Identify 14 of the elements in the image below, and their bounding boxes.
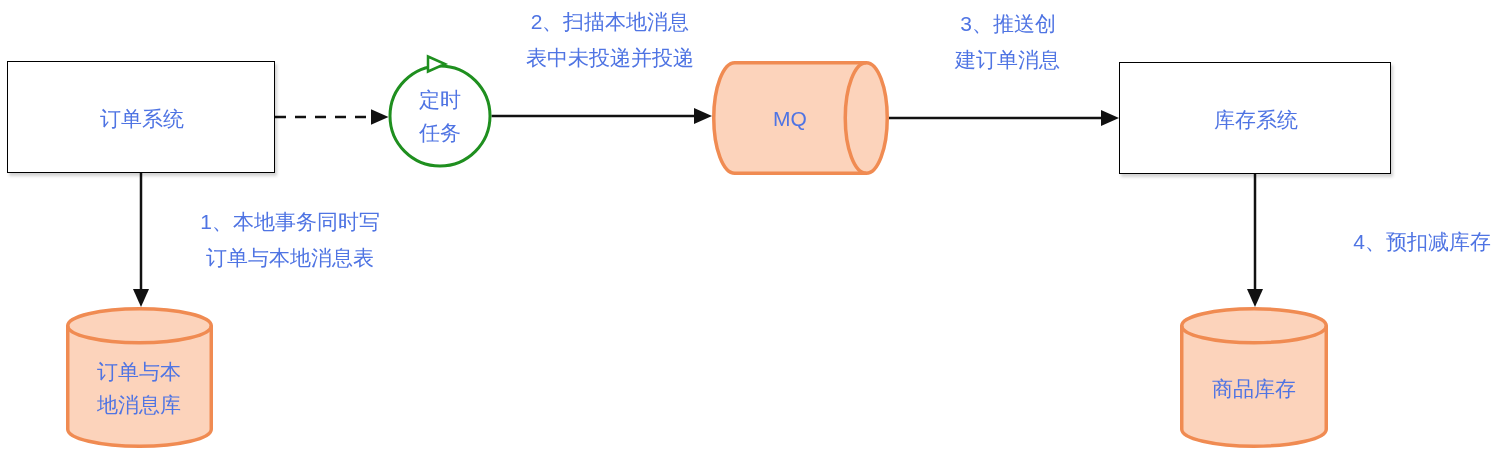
edge-label: 4、预扣减库存	[1353, 229, 1491, 255]
process-box: 库存系统	[1119, 62, 1391, 174]
dashed-arrow	[275, 109, 389, 125]
queue-cylinder: MQ	[712, 61, 889, 175]
arrow	[889, 110, 1119, 126]
arrow	[133, 173, 149, 307]
arrow	[1247, 174, 1263, 307]
database-cylinder: 订单与本地消息库	[66, 307, 213, 448]
database-cylinder: 商品库存	[1180, 307, 1328, 448]
process-box: 订单系统	[7, 61, 275, 173]
edge-label: 2、扫描本地消息表中未投递并投递	[525, 9, 695, 71]
edge-label: 3、推送创建订单消息	[954, 11, 1062, 73]
edge-label: 1、本地事务同时写订单与本地消息表	[199, 209, 381, 271]
arrow	[491, 108, 712, 124]
